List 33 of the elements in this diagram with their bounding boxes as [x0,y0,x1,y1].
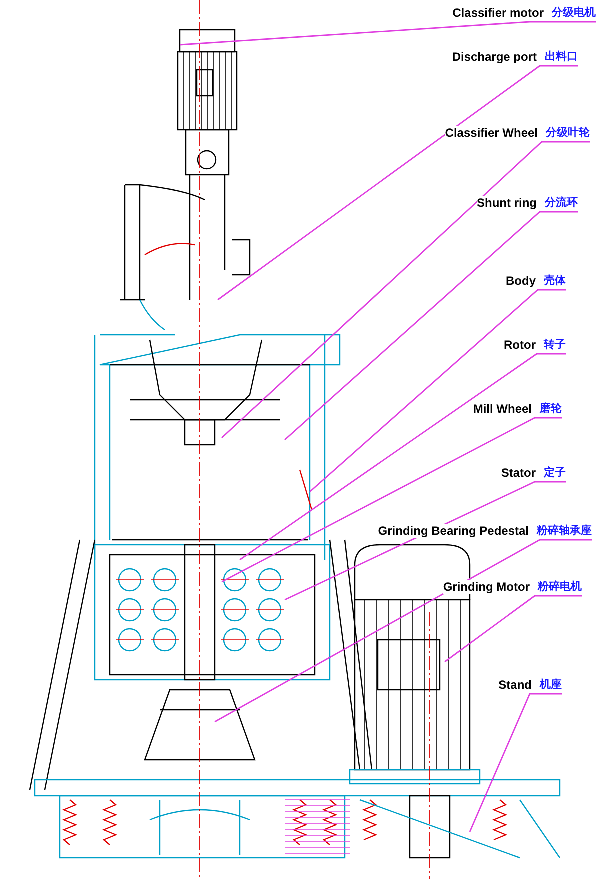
part-label: Classifier Wheel [445,126,538,140]
part-label: Stand [498,678,532,692]
chinese-part-label: 磨轮 [540,401,562,416]
leader-line [284,211,578,441]
chinese-part-label: 分级电机 [552,5,596,20]
chinese-part-label: 转子 [544,337,566,352]
part-label: Stator [501,466,536,480]
chinese-part-label: 粉碎轴承座 [537,523,592,538]
part-label: Grinding Motor [443,580,530,594]
leader-line [284,481,566,601]
chinese-part-label: 机座 [540,677,562,692]
chinese-part-label: 壳体 [544,273,566,288]
leader-line [180,21,596,46]
leader-line [214,539,592,723]
leader-line [222,141,590,439]
chinese-part-label: 分流环 [545,195,578,210]
chinese-part-label: 分级叶轮 [546,125,590,140]
chinese-part-label: 粉碎电机 [538,579,582,594]
leader-line [222,417,562,583]
leader-line [310,289,566,493]
leader-line [218,65,578,301]
leader-line [444,595,582,663]
chinese-part-label: 出料口 [545,49,578,64]
part-label: Shunt ring [477,196,537,210]
part-label: Body [506,274,536,288]
chinese-part-label: 定子 [544,465,566,480]
leader-line [469,693,562,832]
part-label: Grinding Bearing Pedestal [378,524,529,538]
part-label: Mill Wheel [473,402,532,416]
leader-line [240,353,566,561]
part-label: Discharge port [452,50,537,64]
part-label: Classifier motor [452,6,544,20]
part-label: Rotor [504,338,536,352]
